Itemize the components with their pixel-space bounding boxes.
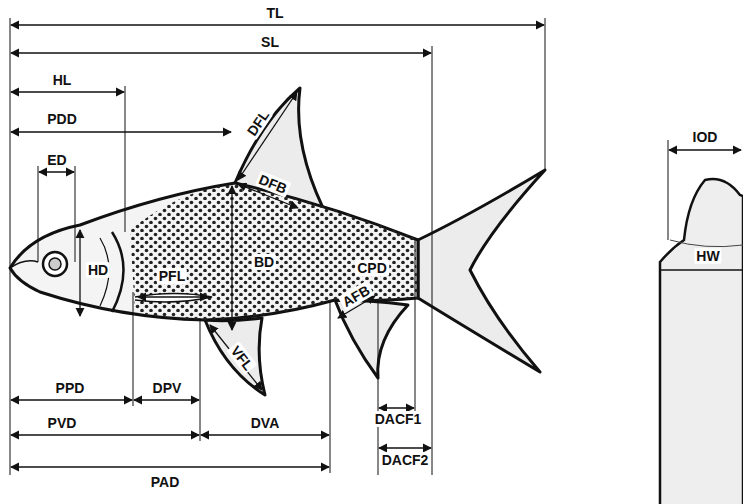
pectoral-fin-length-label: PFL bbox=[157, 268, 187, 284]
head-width-label: HW bbox=[694, 248, 721, 264]
pectoral-ventral-distance-label: DPV bbox=[151, 380, 184, 396]
body-depth-label: BD bbox=[252, 254, 276, 270]
ventral-anal-distance-label: DVA bbox=[249, 415, 282, 431]
head-length-label: HL bbox=[51, 72, 74, 88]
preventral-distance-label: PVD bbox=[46, 415, 79, 431]
predorsal-distance-label: PDD bbox=[45, 111, 79, 127]
caudal-peduncle-depth-label: CPD bbox=[355, 260, 389, 276]
standard-length-label: SL bbox=[259, 34, 281, 50]
head-depth-label: HD bbox=[86, 262, 110, 278]
preanal-distance-label: PAD bbox=[149, 474, 182, 490]
anal-caudal-distance-label: DACF2 bbox=[380, 452, 431, 468]
eye-diameter-label: ED bbox=[45, 152, 68, 168]
anal-caudal-distance-label: DACF1 bbox=[373, 411, 424, 427]
total-length-label: TL bbox=[264, 5, 285, 21]
prepectoral-distance-label: PPD bbox=[54, 380, 87, 396]
interorbital-distance-label: IOD bbox=[691, 129, 720, 145]
